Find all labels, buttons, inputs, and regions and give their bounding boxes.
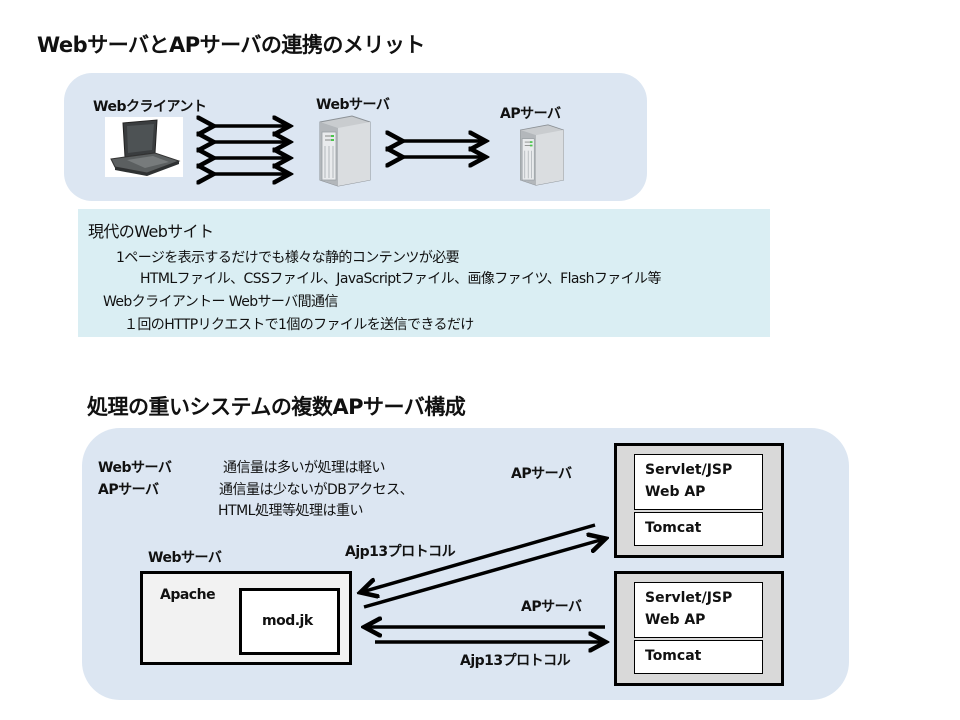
ap-server-2-box: Servlet/JSP Web AP Tomcat bbox=[614, 571, 784, 686]
note-line-4: １回のHTTPリクエストで1個のファイルを送信できるだけ bbox=[124, 317, 474, 333]
ap-server-2-label: APサーバ bbox=[521, 599, 582, 615]
app-2-line-1: Servlet/JSP bbox=[645, 590, 733, 606]
tomcat-box-1: Tomcat bbox=[634, 512, 763, 546]
app-1-line-1: Servlet/JSP bbox=[645, 462, 733, 478]
web-server-icon bbox=[316, 114, 374, 188]
tomcat-1-label: Tomcat bbox=[645, 520, 702, 536]
ap-server-label: APサーバ bbox=[500, 106, 561, 122]
note-line-1: 1ページを表示するだけでも様々な静的コンテンツが必要 bbox=[116, 250, 460, 266]
desc-text-ap: 通信量は少ないがDBアクセス、 bbox=[219, 482, 414, 498]
app-1-line-2: Web AP bbox=[645, 484, 706, 500]
modjk-box: mod.jk bbox=[239, 588, 340, 655]
ap-server-icon bbox=[517, 122, 567, 188]
app-2-line-2: Web AP bbox=[645, 612, 706, 628]
client-label: Webクライアント bbox=[93, 99, 207, 115]
tomcat-2-label: Tomcat bbox=[645, 648, 702, 664]
desc-role-ap: APサーバ bbox=[98, 482, 159, 498]
slide-title-1: WebサーバとAPサーバの連携のメリット bbox=[37, 33, 425, 57]
apache-label: Apache bbox=[160, 587, 216, 603]
ap-server-1-label: APサーバ bbox=[511, 466, 572, 482]
web-server-label: Webサーバ bbox=[316, 97, 390, 113]
app-box-1: Servlet/JSP Web AP bbox=[634, 454, 763, 510]
app-box-2: Servlet/JSP Web AP bbox=[634, 582, 763, 638]
desc-role-web: Webサーバ bbox=[98, 460, 172, 476]
protocol-label-2: Ajp13プロトコル bbox=[460, 653, 571, 669]
apache-box: Apache mod.jk bbox=[140, 571, 352, 665]
slide-title-2: 処理の重いシステムの複数APサーバ構成 bbox=[87, 395, 466, 419]
note-box bbox=[78, 209, 770, 337]
desc-text-web: 通信量は多いが処理は軽い bbox=[223, 460, 386, 476]
tomcat-box-2: Tomcat bbox=[634, 640, 763, 674]
web-server-label-bottom: Webサーバ bbox=[148, 550, 222, 566]
modjk-label: mod.jk bbox=[262, 613, 313, 629]
note-line-2: HTMLファイル、CSSファイル、JavaScriptファイル、画像ファイツ、F… bbox=[140, 271, 661, 287]
desc-text-ap-2: HTML処理等処理は重い bbox=[218, 503, 363, 519]
protocol-label-1: Ajp13プロトコル bbox=[345, 544, 456, 560]
ap-server-1-box: Servlet/JSP Web AP Tomcat bbox=[614, 443, 784, 558]
note-line-3: Webクライアントー Webサーバ間通信 bbox=[103, 294, 338, 310]
note-heading: 現代のWebサイト bbox=[88, 222, 214, 241]
laptop-icon bbox=[105, 117, 183, 177]
